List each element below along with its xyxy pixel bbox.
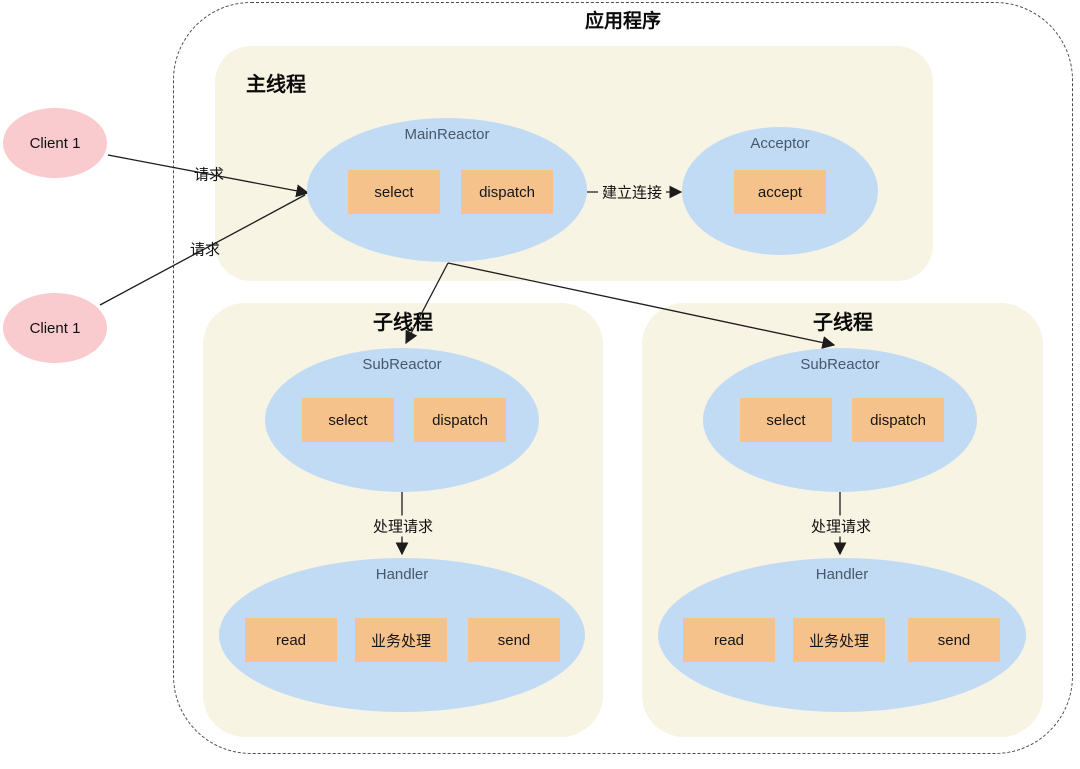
acceptor-accept-box: accept [734,170,826,214]
handler-title-left: Handler [375,566,429,583]
application-border [173,2,1073,754]
client-2-label: Client 1 [29,319,81,337]
sub-reactor-ellipse-left: SubReactor select dispatch [265,348,539,492]
acceptor-ellipse: Acceptor accept [682,127,878,255]
process-request-label-right: 处理请求 [806,515,876,537]
request-label-top: 请求 [193,166,225,184]
handler-right-send-box: send [908,618,1000,662]
handler-ellipse-right: Handler read 业务处理 send [658,558,1026,712]
sub-thread-label-right: 子线程 [813,312,873,334]
handler-ellipse-left: Handler read 业务处理 send [219,558,585,712]
handler-left-read-box: read [245,618,337,662]
application-title: 应用程序 [584,11,661,32]
handler-right-read-box: read [683,618,775,662]
client-2-ellipse: Client 1 [3,293,107,363]
arrow-client2-to-mainreactor [99,194,306,306]
handler-left-business-box: 业务处理 [355,618,447,662]
arrow-client1-to-mainreactor [107,154,310,198]
arrow-mainreactor-to-subreactor-left [405,262,449,345]
handler-title-right: Handler [815,566,869,583]
sub-reactor-ellipse-right: SubReactor select dispatch [703,348,977,492]
sub-reactor-right-dispatch-box: dispatch [852,398,944,442]
main-thread-label: 主线程 [246,74,306,96]
main-reactor-select-box: select [348,170,440,214]
handler-left-send-box: send [468,618,560,662]
request-label-bottom: 请求 [189,241,221,259]
sub-reactor-right-select-box: select [740,398,832,442]
main-reactor-ellipse: MainReactor select dispatch [307,118,587,262]
acceptor-title: Acceptor [750,135,810,152]
sub-reactor-left-dispatch-box: dispatch [414,398,506,442]
client-1-label: Client 1 [29,134,81,152]
sub-reactor-title-right: SubReactor [800,356,880,373]
main-reactor-title: MainReactor [404,126,490,143]
sub-reactor-title-left: SubReactor [362,356,442,373]
handler-right-business-box: 业务处理 [793,618,885,662]
main-reactor-dispatch-box: dispatch [461,170,553,214]
establish-connection-label: 建立连接 [597,181,667,203]
client-1-ellipse: Client 1 [3,108,107,178]
sub-thread-label-left: 子线程 [373,312,433,334]
process-request-label-left: 处理请求 [368,515,438,537]
sub-reactor-left-select-box: select [302,398,394,442]
arrow-mainreactor-to-subreactor-right [447,262,836,349]
